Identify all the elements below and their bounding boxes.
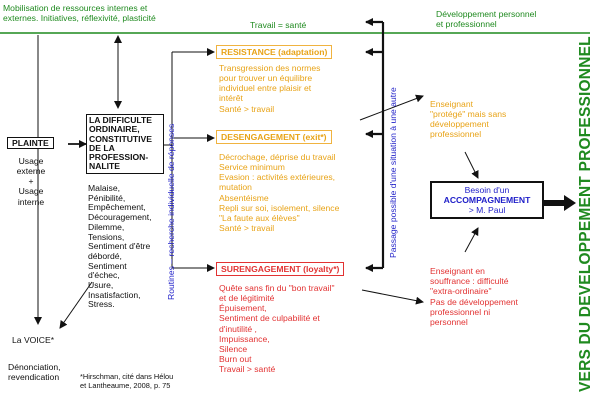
arrow-souffrance-accompagnement	[464, 227, 479, 253]
enseignant-protege: Enseignant "protégé" mais sans développe…	[430, 99, 507, 140]
arrow-to-souffrance	[361, 289, 424, 305]
accompagnement-line3: > M. Paul	[468, 205, 506, 216]
voice-title: La VOICE*	[12, 335, 55, 345]
top-center-note: Travail = santé	[250, 20, 307, 30]
surengagement-box: SURENGAGEMENT (loyalty*)	[216, 262, 345, 277]
arrow-difficulte-voice	[59, 281, 93, 329]
enseignant-souffrance-2: Pas de développement professionnel ni pe…	[430, 297, 518, 328]
top-left-note: Mobilisation de ressources internes et e…	[3, 3, 156, 24]
top-right-note: Développement personnel et professionnel	[436, 9, 537, 30]
arrow-protege-accompagnement	[464, 151, 479, 179]
accompagnement-line1: Besoin d'un	[464, 185, 510, 195]
desengagement-text: Décrochage, déprise du travail Service m…	[219, 152, 340, 233]
desengagement-box: DESENGAGEMENT (exit*)	[216, 130, 332, 145]
vertical-title: VERS DU DEVELOPPEMENT PROFESSIONNEL	[577, 36, 594, 392]
resistance-box: RESISTANCE (adaptation)	[216, 45, 333, 60]
voice-text: Dénonciation, revendication	[8, 362, 61, 383]
surengagement-text: Quête sans fin du "bon travail" et de lé…	[219, 283, 335, 375]
resistance-text: Transgression des normes pour trouver un…	[219, 63, 321, 114]
footnote: *Hirschman, cité dans Hélou et Lantheaum…	[80, 372, 174, 390]
plainte-box: PLAINTE	[7, 137, 54, 150]
big-arrow-head	[564, 195, 576, 211]
accompagnement-title: ACCOMPAGNEMENT	[443, 195, 531, 206]
passage-label: Passage possible d'une situation à une a…	[388, 87, 398, 258]
enseignant-souffrance-1: Enseignant en souffrance : difficulté "e…	[430, 266, 509, 297]
plainte-usage: Usage externe + Usage interne	[16, 156, 46, 207]
accompagnement-box: Besoin d'un ACCOMPAGNEMENT > M. Paul	[430, 181, 544, 220]
routines-label: Routines – recherche individuelle de rép…	[166, 123, 176, 300]
arrow-to-protege	[359, 94, 424, 121]
difficulte-items: Malaise, Pénibilité, Empêchement, Décour…	[88, 183, 152, 310]
difficulte-box: LA DIFFICULTE ORDINAIRE, CONSTITUTIVE DE…	[86, 114, 164, 174]
